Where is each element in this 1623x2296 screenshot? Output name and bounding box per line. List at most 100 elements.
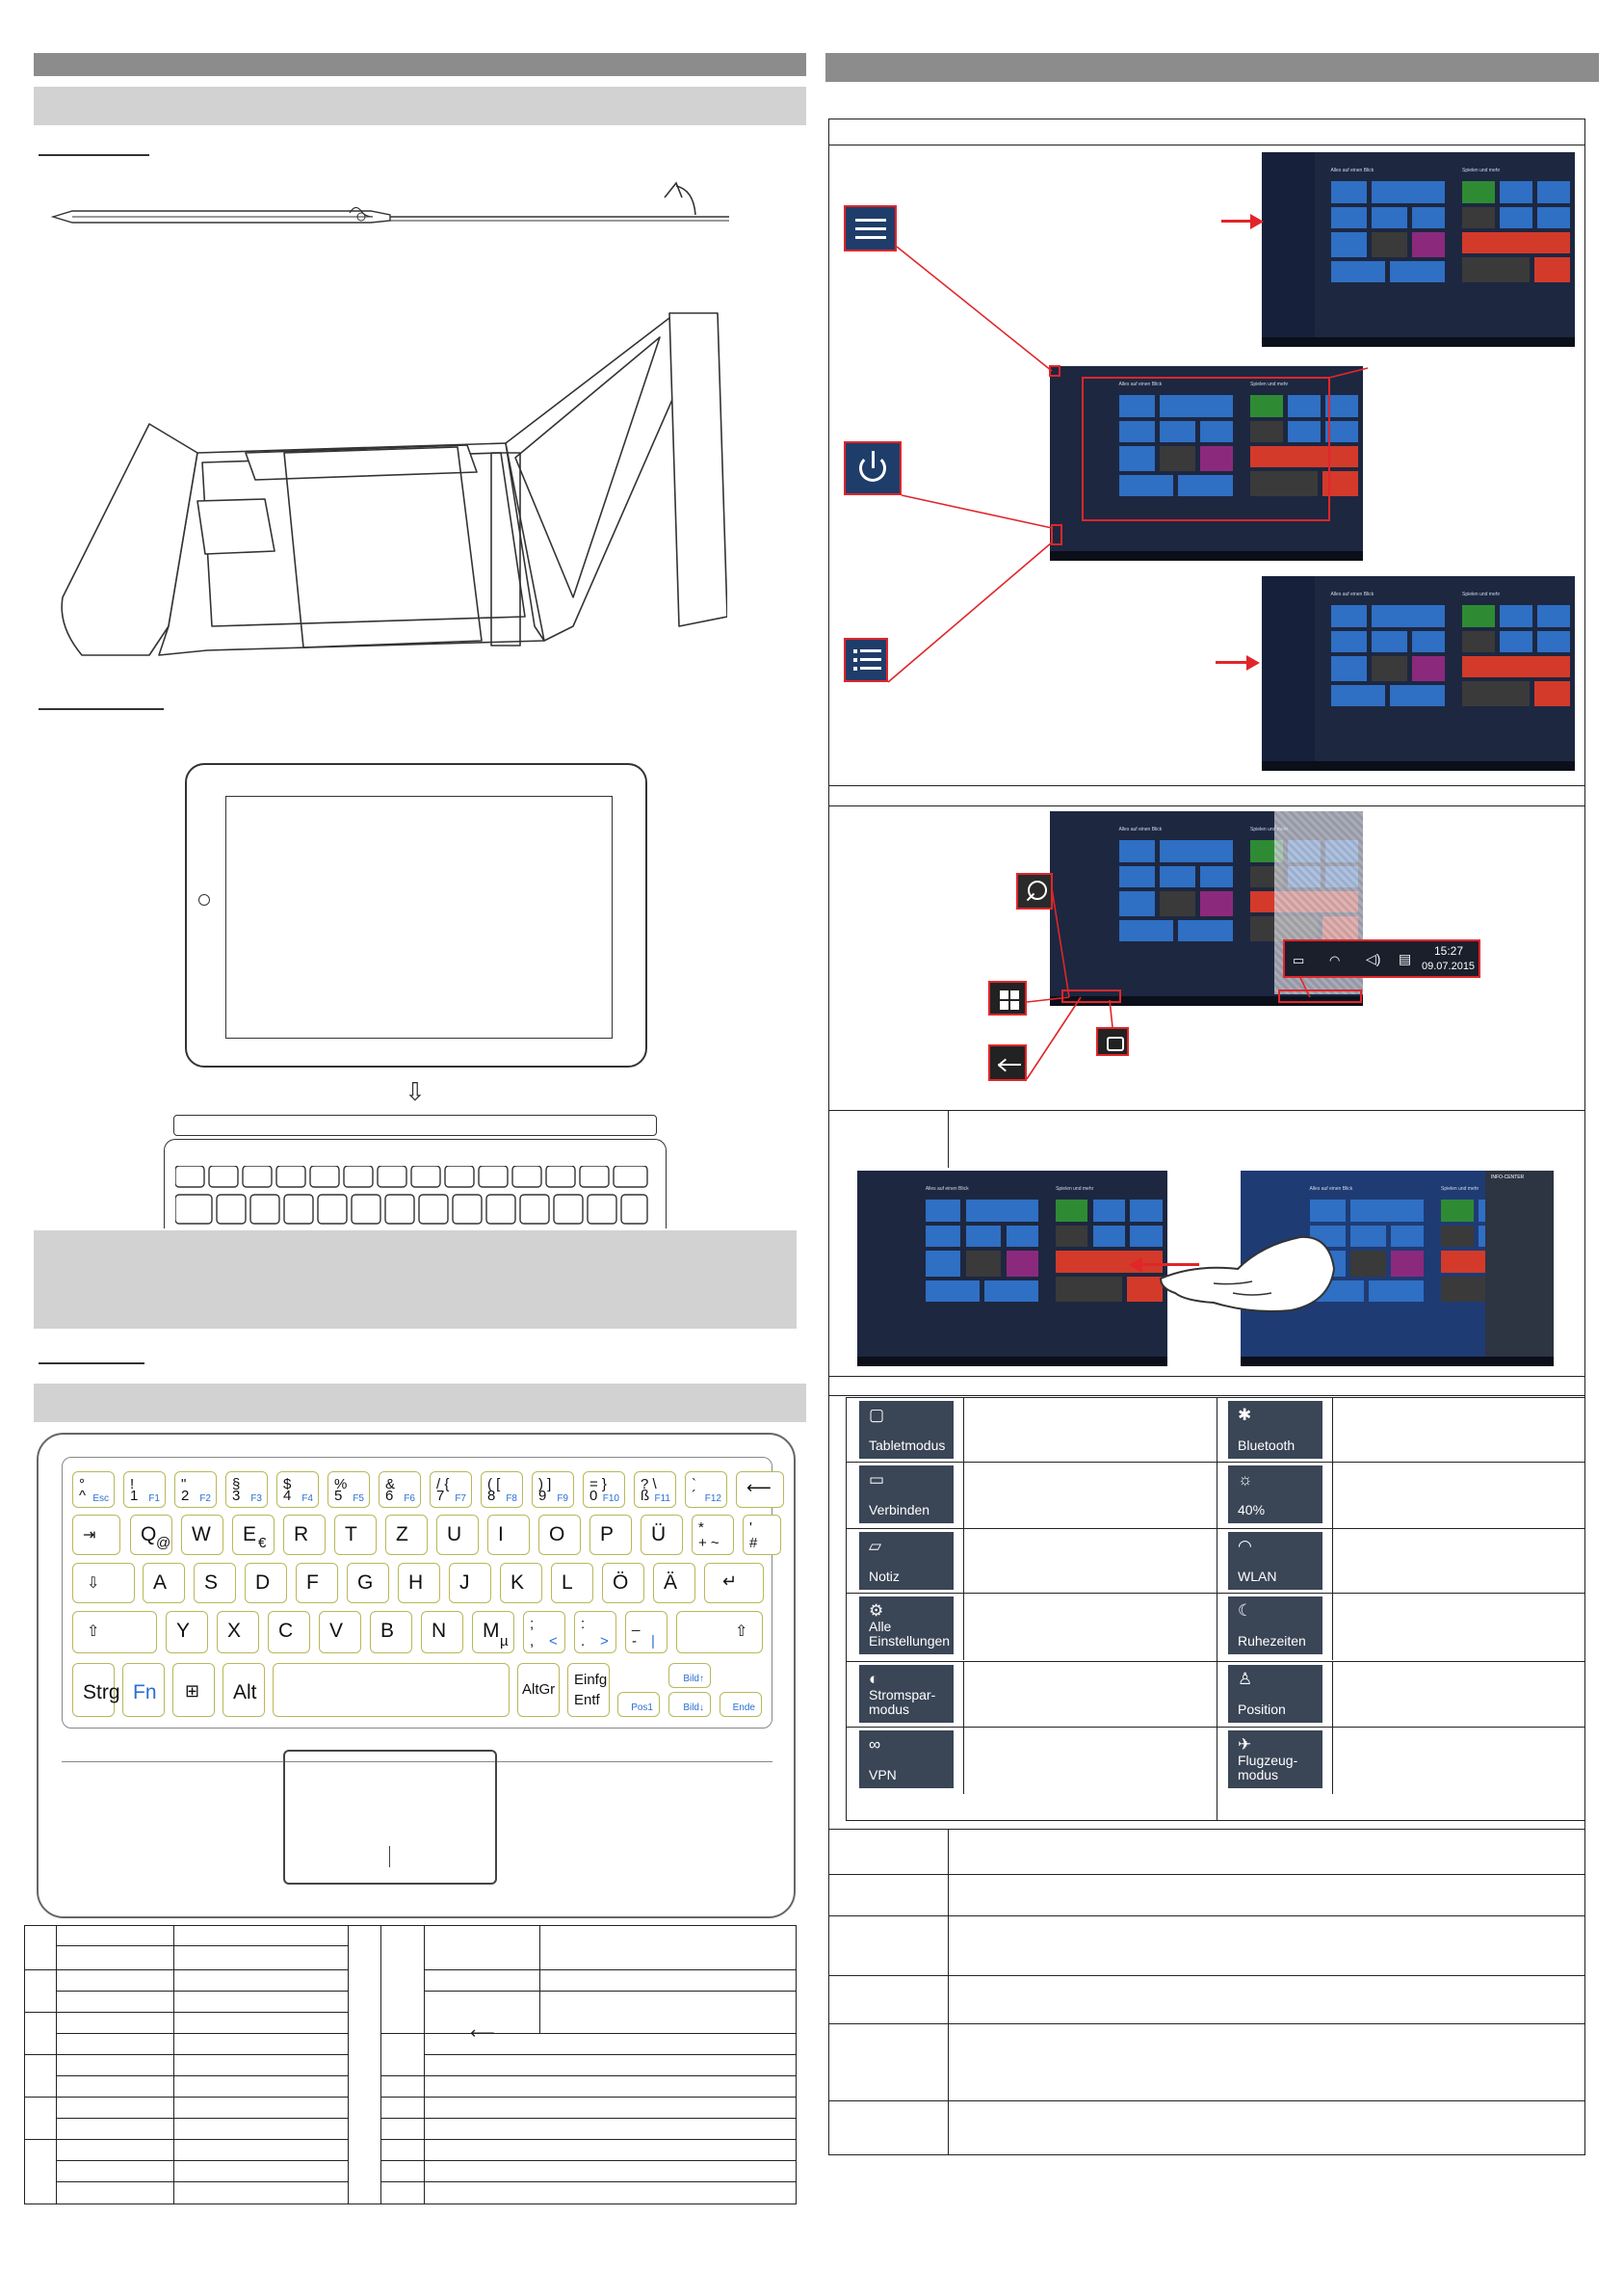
quick-action-vpn[interactable]: ∞VPN bbox=[859, 1730, 954, 1788]
enter-key[interactable]: ↵ bbox=[704, 1563, 764, 1603]
windows-key[interactable]: ⊞ bbox=[172, 1663, 215, 1717]
key-label: G bbox=[357, 1571, 374, 1594]
search-icon[interactable] bbox=[1016, 873, 1053, 910]
fn-key[interactable]: Fn bbox=[122, 1663, 165, 1717]
home-key[interactable]: Pos1 bbox=[617, 1692, 660, 1717]
key-ö[interactable]: Ö bbox=[602, 1563, 644, 1603]
alt-key[interactable]: Alt bbox=[223, 1663, 265, 1717]
key-j[interactable]: J bbox=[449, 1563, 491, 1603]
key-ü[interactable]: Ü bbox=[641, 1515, 683, 1555]
key-p[interactable]: P bbox=[589, 1515, 632, 1555]
key-n[interactable]: N bbox=[421, 1611, 463, 1653]
key-i[interactable]: I bbox=[487, 1515, 530, 1555]
key-label: D bbox=[255, 1571, 271, 1594]
key-t[interactable]: T bbox=[334, 1515, 377, 1555]
page-up-key[interactable]: Bild↑ bbox=[668, 1663, 711, 1688]
key-r[interactable]: R bbox=[283, 1515, 326, 1555]
quick-action-bluetooth[interactable]: ✱Bluetooth bbox=[1228, 1401, 1322, 1459]
key-minus[interactable]: _-| bbox=[625, 1611, 668, 1653]
quick-action-airplane-mode[interactable]: ✈Flugzeug-modus bbox=[1228, 1730, 1322, 1788]
key-y[interactable]: Y bbox=[166, 1611, 208, 1653]
key-c[interactable]: C bbox=[268, 1611, 310, 1653]
key-h[interactable]: H bbox=[398, 1563, 440, 1603]
key-plus[interactable]: *+ ~ bbox=[692, 1515, 734, 1555]
table-rule bbox=[424, 1991, 797, 1992]
end-key[interactable]: Ende bbox=[720, 1692, 762, 1717]
backspace-key[interactable]: ⟵ bbox=[736, 1471, 784, 1508]
key-g[interactable]: G bbox=[347, 1563, 389, 1603]
key-d[interactable]: D bbox=[245, 1563, 287, 1603]
key-z[interactable]: Z bbox=[385, 1515, 428, 1555]
page-down-key[interactable]: Bild↓ bbox=[668, 1692, 711, 1717]
key-o[interactable]: O bbox=[538, 1515, 581, 1555]
key-top-label: ° bbox=[79, 1476, 85, 1492]
key-ä[interactable]: Ä bbox=[653, 1563, 695, 1603]
quick-action-wlan[interactable]: ◠WLAN bbox=[1228, 1532, 1322, 1590]
key-w[interactable]: W bbox=[181, 1515, 223, 1555]
grid-rule bbox=[1332, 1397, 1333, 1465]
quick-action-brightness[interactable]: ☼40% bbox=[1228, 1465, 1322, 1523]
quick-action-note[interactable]: ▱Notiz bbox=[859, 1532, 954, 1590]
start-tile bbox=[1441, 1225, 1474, 1248]
power-icon[interactable] bbox=[844, 441, 902, 495]
key-u[interactable]: U bbox=[436, 1515, 479, 1555]
key-b[interactable]: B bbox=[370, 1611, 412, 1653]
ctrl-key[interactable]: Strg bbox=[72, 1663, 120, 1717]
all-apps-list-icon[interactable] bbox=[844, 638, 888, 682]
quick-action-settings-gear[interactable]: ⚙Alle Einstellungen bbox=[859, 1597, 954, 1654]
right-shift-key[interactable]: ⇧ bbox=[676, 1611, 763, 1653]
key-v[interactable]: V bbox=[319, 1611, 361, 1653]
quick-action-battery-saver[interactable]: ◐Stromspar-modus bbox=[859, 1665, 954, 1723]
start-tile bbox=[1462, 206, 1495, 228]
start-tile bbox=[1056, 1276, 1122, 1303]
hamburger-menu-icon[interactable] bbox=[844, 205, 897, 251]
key-e[interactable]: E€ bbox=[232, 1515, 275, 1555]
key-l[interactable]: L bbox=[551, 1563, 593, 1603]
table-rule bbox=[56, 2075, 348, 2076]
quick-action-quiet-hours[interactable]: ☾Ruhezeiten bbox=[1228, 1597, 1322, 1654]
back-arrow-icon[interactable] bbox=[988, 1044, 1027, 1081]
key-esc[interactable]: °^Esc bbox=[72, 1471, 115, 1508]
key-top-label: _ bbox=[632, 1616, 641, 1632]
touchpad[interactable] bbox=[283, 1750, 497, 1885]
key-num-12[interactable]: `´F12 bbox=[685, 1471, 727, 1508]
space-key[interactable] bbox=[273, 1663, 510, 1717]
grid-rule bbox=[963, 1727, 964, 1794]
quick-action-connect[interactable]: ▭Verbinden bbox=[859, 1465, 954, 1523]
tab-key[interactable]: ⇥ bbox=[72, 1515, 120, 1555]
key-a[interactable]: A bbox=[143, 1563, 185, 1603]
start-tile bbox=[1462, 231, 1570, 254]
quick-action-location[interactable]: ♙Position bbox=[1228, 1665, 1322, 1723]
key-s[interactable]: S bbox=[194, 1563, 236, 1603]
key-q[interactable]: Q@ bbox=[130, 1515, 172, 1555]
start-tile bbox=[1130, 1225, 1163, 1248]
left-shift-key[interactable]: ⇧ bbox=[72, 1611, 157, 1653]
task-view-icon[interactable] bbox=[1096, 1027, 1129, 1056]
key-k[interactable]: K bbox=[500, 1563, 542, 1603]
windows-start-icon[interactable] bbox=[988, 981, 1027, 1016]
key-f[interactable]: F bbox=[296, 1563, 338, 1603]
key-label: E bbox=[243, 1523, 257, 1545]
key-x[interactable]: X bbox=[217, 1611, 259, 1653]
key-top-label: ( [ bbox=[487, 1476, 501, 1492]
altgr-key[interactable]: AltGr bbox=[517, 1663, 560, 1717]
key-label: Ü bbox=[651, 1523, 667, 1545]
key-hash[interactable]: '# bbox=[743, 1515, 781, 1555]
quick-action-tablet-mode[interactable]: ▢Tabletmodus bbox=[859, 1401, 954, 1459]
key-comma[interactable]: ;,< bbox=[523, 1611, 565, 1653]
caps-lock-key[interactable]: ⇩ bbox=[72, 1563, 135, 1603]
key-period[interactable]: :.> bbox=[574, 1611, 616, 1653]
